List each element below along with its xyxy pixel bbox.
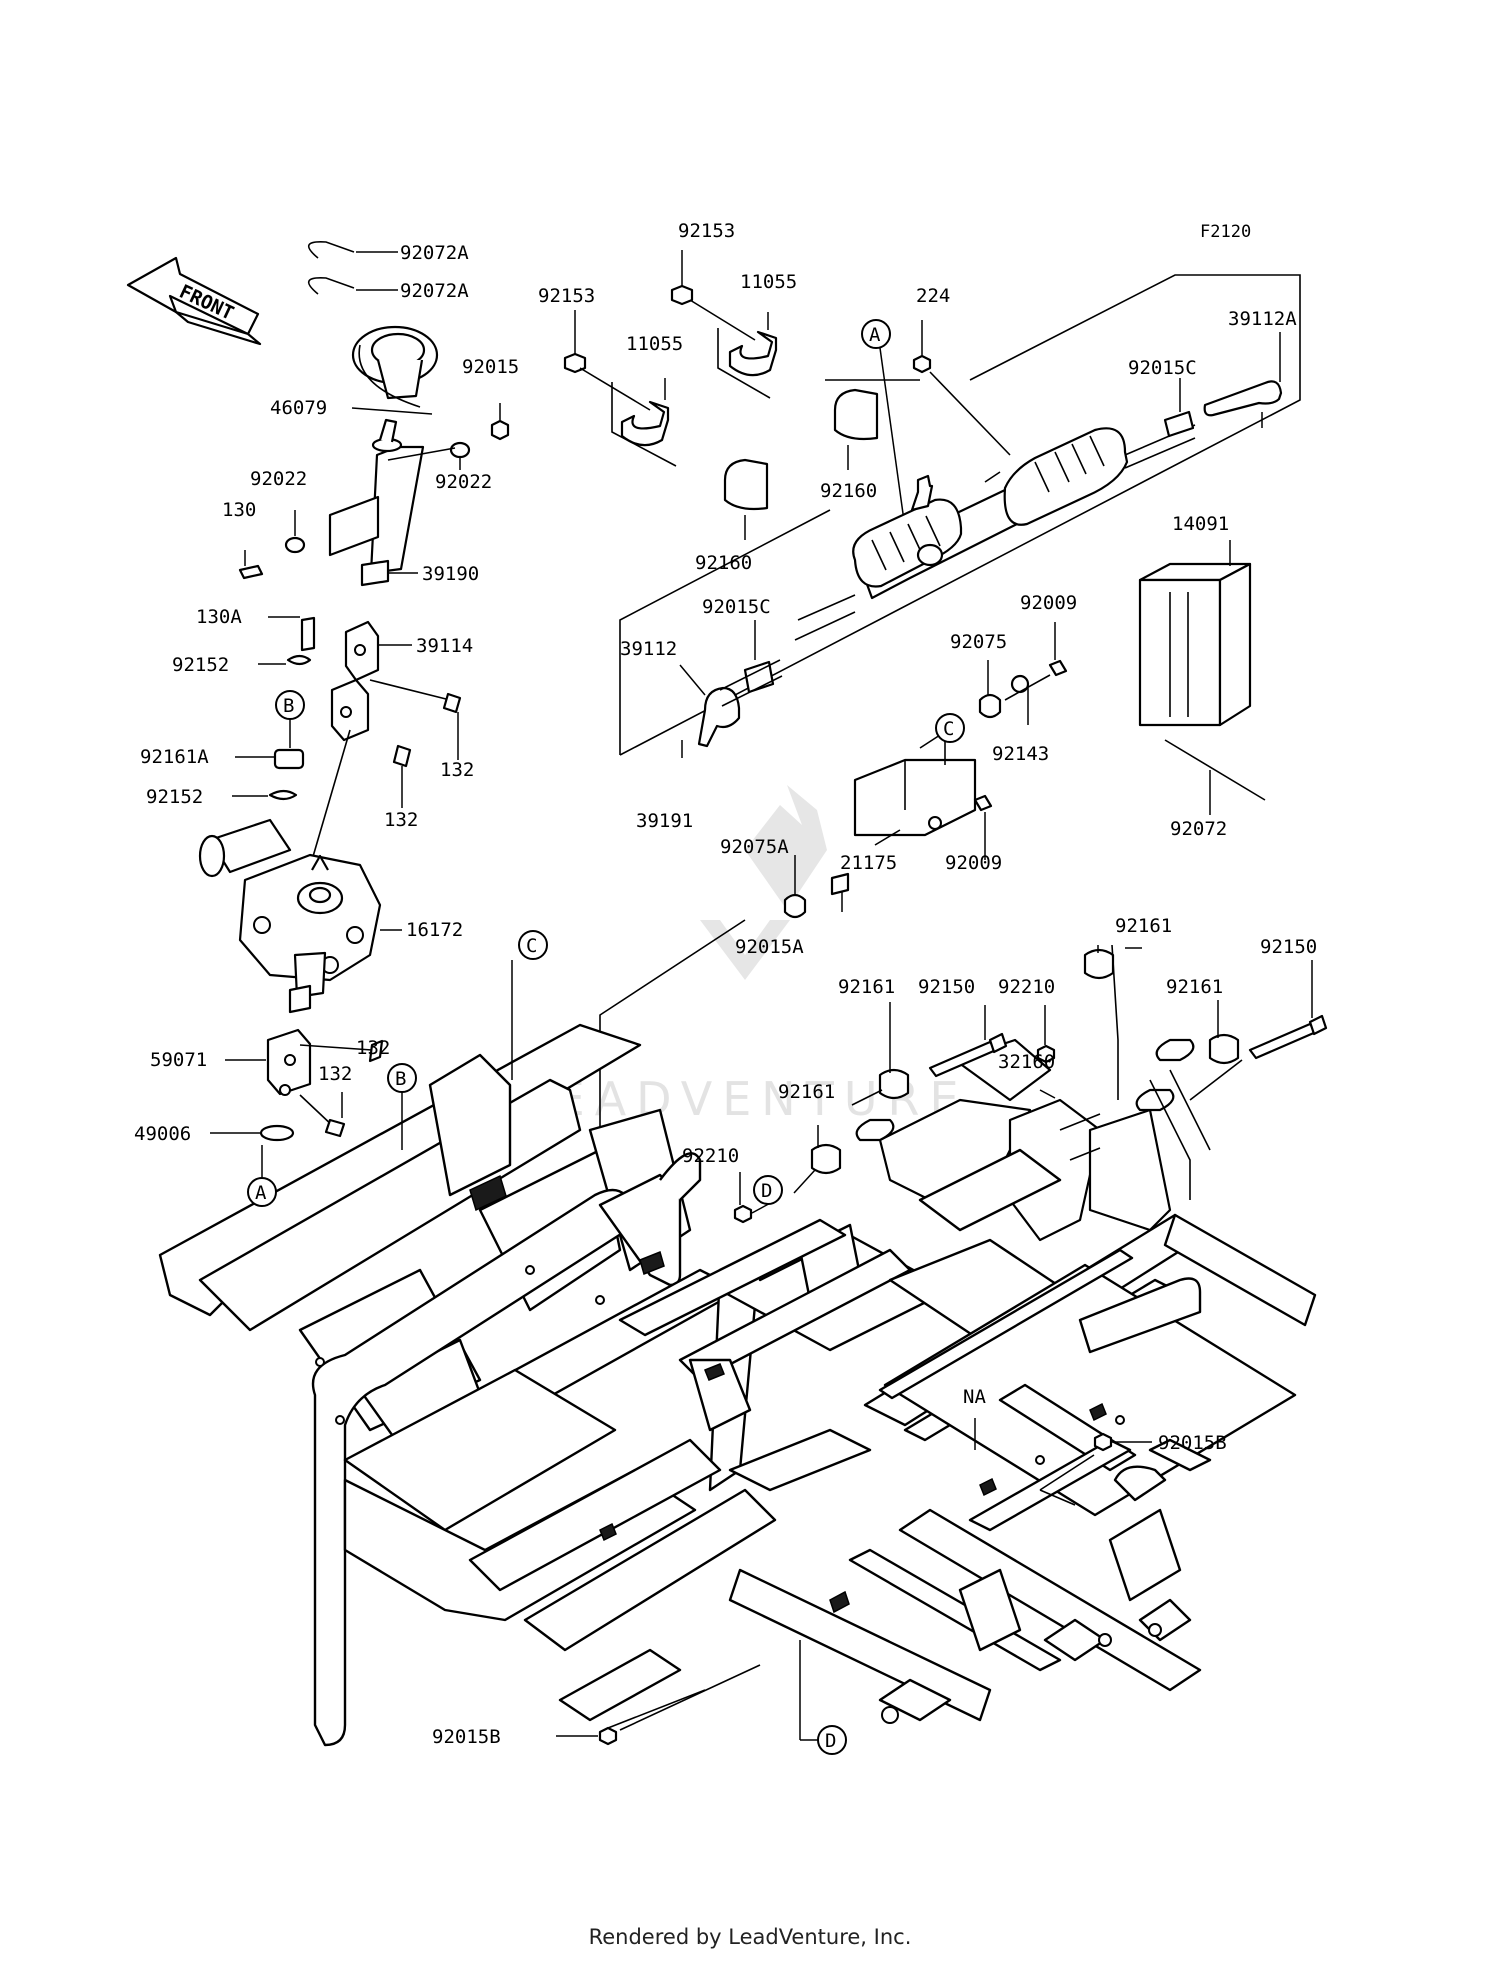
part-number: 32160: [998, 1051, 1055, 1073]
part-number: 92072A: [400, 280, 469, 302]
part-number: 92015B: [432, 1726, 501, 1748]
part-number: NA: [963, 1386, 986, 1408]
part-number: 92161: [838, 976, 895, 998]
part-number: 39112A: [1228, 308, 1297, 330]
part-number: 92015A: [735, 936, 804, 958]
part-number: 92075: [950, 631, 1007, 653]
part-number: 92160: [695, 552, 752, 574]
part-number: 49006: [134, 1123, 191, 1145]
ref-circle: C: [935, 713, 965, 743]
ref-letter: C: [526, 935, 537, 957]
control-unit-group: [599, 622, 1068, 1130]
part-number: 92150: [918, 976, 975, 998]
part-number: 11055: [626, 333, 683, 355]
ref-circle: B: [387, 1063, 417, 1093]
part-number: 92161: [1115, 915, 1172, 937]
part-number: 132: [356, 1037, 390, 1059]
ref-letter: D: [825, 1730, 836, 1752]
part-number: 92015C: [1128, 357, 1197, 379]
ref-circle: A: [861, 319, 891, 349]
ref-circle: C: [518, 930, 548, 960]
ref-letter: C: [943, 718, 954, 740]
ref-circle: D: [817, 1725, 847, 1755]
part-number: 92015: [462, 356, 519, 378]
part-number: 130A: [196, 606, 242, 628]
ref-letter: B: [283, 695, 294, 717]
part-number: 132: [318, 1063, 352, 1085]
part-number: 92152: [172, 654, 229, 676]
part-callouts: 92072A 92072A 46079 92015 92022 92022 13…: [134, 220, 1317, 1748]
part-number: 14091: [1172, 513, 1229, 535]
part-number: 130: [222, 499, 256, 521]
storage-box-group: [1138, 540, 1266, 815]
part-number: 132: [384, 809, 418, 831]
part-number: 21175: [840, 852, 897, 874]
part-number: 16172: [406, 919, 463, 941]
part-number: 11055: [740, 271, 797, 293]
part-number: 92015B: [1158, 1432, 1227, 1454]
ref-letter: D: [761, 1180, 772, 1202]
part-number: 92150: [1260, 936, 1317, 958]
part-number: 92143: [992, 743, 1049, 765]
ref-letter: A: [255, 1182, 267, 1204]
part-number: 92152: [146, 786, 203, 808]
ref-letter: A: [869, 324, 881, 346]
ref-letter: B: [395, 1068, 406, 1090]
footer-credit: Rendered by LeadVenture, Inc.: [588, 1925, 912, 1949]
part-number: 132: [440, 759, 474, 781]
front-arrow-icon: FRONT: [126, 256, 262, 346]
figure-code: F2120: [1200, 222, 1251, 242]
part-number: 224: [916, 285, 950, 307]
part-number: 92161A: [140, 746, 209, 768]
ref-circle: D: [753, 1175, 783, 1205]
rops-mount-group: [733, 944, 1328, 1242]
part-number: 92015C: [702, 596, 771, 618]
ref-circle: A: [247, 1177, 277, 1207]
steering-column-group: [198, 241, 510, 1180]
part-number: 92022: [250, 468, 307, 490]
part-number: 92009: [945, 852, 1002, 874]
part-number: 92161: [778, 1081, 835, 1103]
part-number: 92153: [678, 220, 735, 242]
part-number: 92022: [435, 471, 492, 493]
part-number: 92161: [1166, 976, 1223, 998]
part-number: 92072: [1170, 818, 1227, 840]
part-number: 39114: [416, 635, 473, 657]
part-number: 92210: [998, 976, 1055, 998]
part-number: 59071: [150, 1049, 207, 1071]
steering-rack-group: [563, 250, 1301, 758]
part-number: 92160: [820, 480, 877, 502]
reference-letters: A B C A B C D D: [247, 319, 965, 1755]
part-number: 39190: [422, 563, 479, 585]
part-number: 92072A: [400, 242, 469, 264]
part-number: 46079: [270, 397, 327, 419]
part-number: 39191: [636, 810, 693, 832]
frame-group: [158, 960, 1317, 1747]
part-number: 92153: [538, 285, 595, 307]
part-number: 39112: [620, 638, 677, 660]
ref-circle: B: [275, 690, 305, 720]
part-number: 92009: [1020, 592, 1077, 614]
part-number: 92075A: [720, 836, 789, 858]
part-number: 92210: [682, 1145, 739, 1167]
